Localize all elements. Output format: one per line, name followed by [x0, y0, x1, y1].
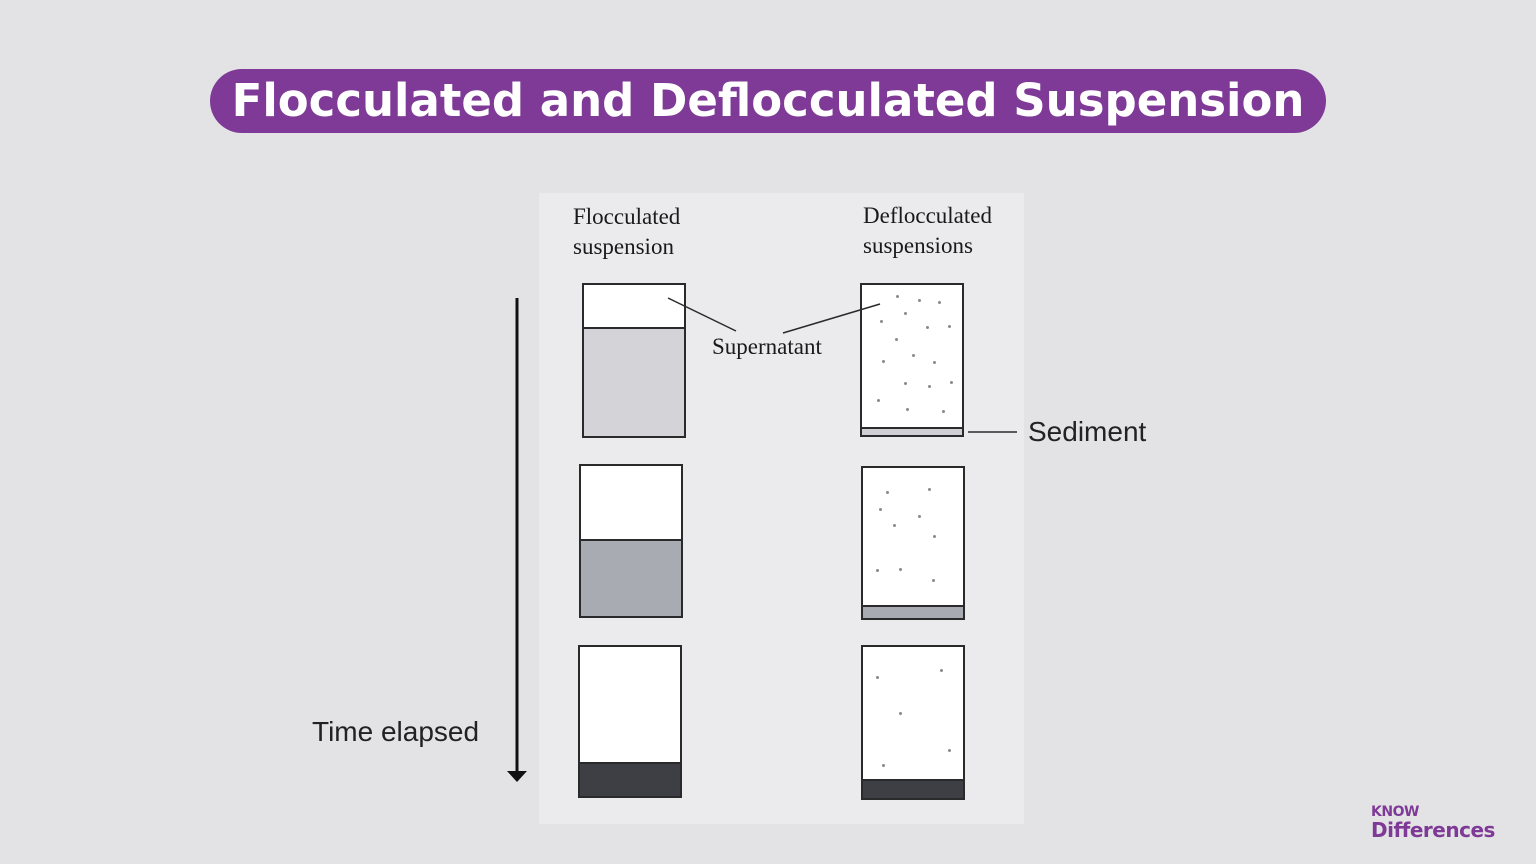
particle [950, 381, 953, 384]
page-title: Flocculated and Deflocculated Suspension [210, 69, 1326, 133]
particle [928, 488, 931, 491]
supernatant-leader-left [667, 297, 737, 332]
particle [912, 354, 915, 357]
particle [942, 410, 945, 413]
logo-know-text: KNOW [1371, 804, 1419, 820]
supernatant-leader-right [782, 303, 881, 334]
time-elapsed-label: Time elapsed [312, 716, 480, 747]
particle [895, 338, 898, 341]
particle [882, 360, 885, 363]
deflocculated-beaker-2 [861, 466, 965, 620]
deflocculated-label-line1: Deflocculated [863, 203, 992, 228]
particle [926, 326, 929, 329]
particle [938, 301, 941, 304]
defloc-sediment-3 [863, 779, 963, 798]
particle [899, 568, 902, 571]
time-arrow-head [507, 771, 527, 782]
particle [876, 569, 879, 572]
particle [933, 361, 936, 364]
flocculated-beaker-3 [578, 645, 682, 798]
know-differences-logo: KNOW Differences [1371, 804, 1511, 844]
logo-differences-text: Differences [1371, 818, 1495, 842]
particle [928, 385, 931, 388]
particle [948, 749, 951, 752]
particle [940, 669, 943, 672]
defloc-sediment-2 [863, 605, 963, 618]
particle [906, 408, 909, 411]
supernatant-label: Supernatant [712, 334, 822, 359]
particle [918, 299, 921, 302]
flocculated-beaker-1 [582, 283, 686, 438]
floc-layer-1 [584, 327, 684, 436]
flocculated-beaker-2 [579, 464, 683, 618]
particle [876, 676, 879, 679]
particle [893, 524, 896, 527]
defloc-sediment-1 [862, 427, 962, 435]
floc-layer-2 [581, 539, 681, 616]
deflocculated-label-line2: suspensions [863, 233, 973, 258]
particle [899, 712, 902, 715]
particle [882, 764, 885, 767]
particle [948, 325, 951, 328]
deflocculated-beaker-1 [860, 283, 964, 437]
particle [918, 515, 921, 518]
flocculated-label-line1: Flocculated [573, 204, 681, 229]
floc-layer-3 [580, 762, 680, 796]
particle [896, 295, 899, 298]
sediment-label: Sediment [1028, 416, 1147, 447]
particle [904, 312, 907, 315]
particle [877, 399, 880, 402]
flocculated-label-line2: suspension [573, 234, 674, 259]
particle [886, 491, 889, 494]
particle [880, 320, 883, 323]
particle [932, 579, 935, 582]
particle [879, 508, 882, 511]
deflocculated-beaker-3 [861, 645, 965, 800]
particle [933, 535, 936, 538]
particle [904, 382, 907, 385]
